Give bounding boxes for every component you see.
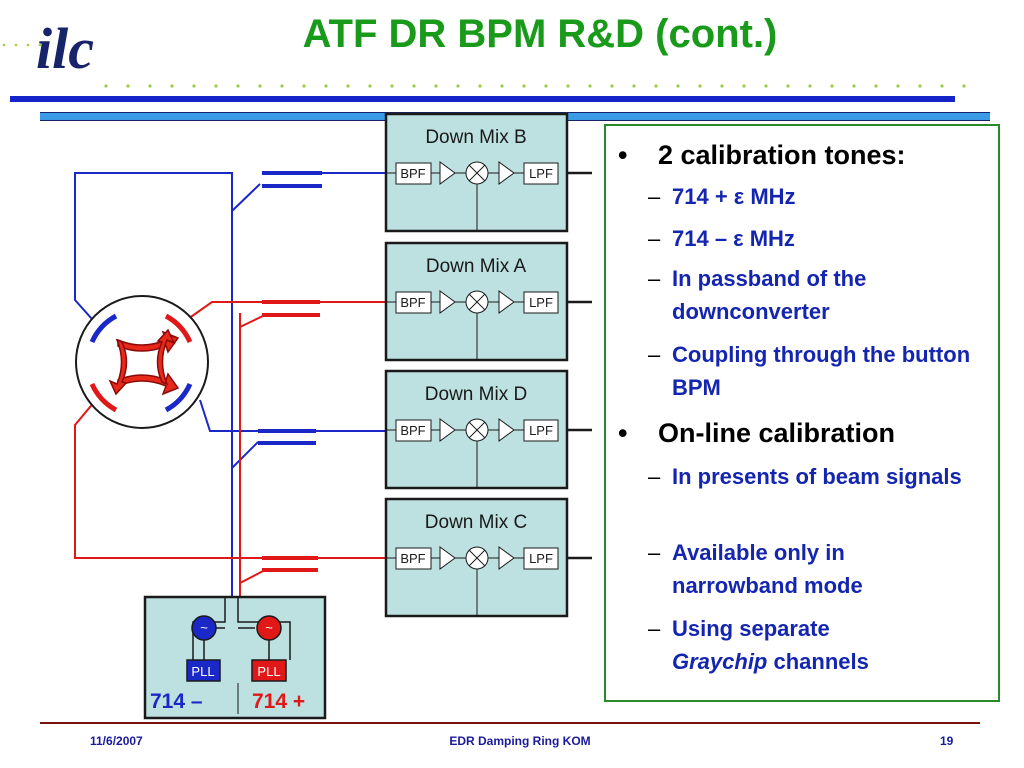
pll-right [251, 659, 287, 682]
lpf-label: LPF [529, 551, 553, 566]
sub-2-2: –Available only in narrowband mode [648, 540, 863, 598]
osc-left-symbol: ~ [200, 620, 208, 635]
oscillator-right [256, 615, 282, 641]
bpf-label: BPF [400, 295, 425, 310]
graychip-label: Graychip [672, 649, 768, 674]
bpm-button-circle [75, 295, 209, 429]
pll-left [186, 659, 221, 682]
mixer-label: Down Mix C [425, 512, 527, 533]
osc-right-symbol: ~ [265, 620, 273, 635]
pll-left-label: PLL [191, 664, 214, 679]
ilc-logo: ilc [36, 16, 94, 80]
lpf-label: LPF [529, 295, 553, 310]
freq-plus-label: 714 + [252, 690, 305, 713]
footer-rule [40, 722, 980, 724]
red-couplers [262, 300, 320, 572]
header-dots [104, 84, 966, 88]
header-rule [10, 96, 955, 102]
mixer-label: Down Mix B [425, 127, 526, 148]
blue-couplers [258, 171, 322, 445]
sub-2-1: –In presents of beam signals [648, 464, 962, 489]
down-mix-box: Down Mix C BPF LPF [384, 497, 592, 618]
mixer-label: Down Mix D [425, 384, 527, 405]
logo-text: ilc [36, 16, 94, 80]
down-mix-box: Down Mix B BPF LPF [384, 112, 592, 233]
sub-1-2: –714 – ε MHz [648, 226, 795, 251]
down-mix-box: Down Mix A BPF LPF [384, 241, 592, 362]
footer-date: 11/6/2007 [90, 734, 143, 748]
lpf-label: LPF [529, 166, 553, 181]
sub-1-1: –714 + ε MHz [648, 184, 796, 209]
pll-box: ~ ~ PLL PLL 714 – 714 + [143, 595, 327, 720]
down-mix-box: Down Mix D BPF LPF [384, 369, 592, 490]
bullet-1-text: 2 calibration tones: [658, 140, 906, 170]
bpf-label: BPF [400, 551, 425, 566]
bullet-panel: •2 calibration tones: –714 + ε MHz –714 … [604, 124, 1000, 702]
sub-1-3: –In passband of the downconverter [648, 266, 867, 324]
bpf-label: BPF [400, 166, 425, 181]
oscillator-left [191, 615, 217, 641]
bullet-2-text: On-line calibration [658, 418, 896, 448]
blue-wiring [74, 172, 385, 683]
footer-page-number: 19 [940, 734, 954, 748]
sub-1-4: –Coupling through the button BPM [648, 342, 971, 400]
header-dots-left [2, 43, 42, 47]
bpf-label: BPF [400, 423, 425, 438]
freq-minus-label: 714 – [150, 690, 203, 713]
pll-right-label: PLL [257, 664, 280, 679]
footer-title: EDR Damping Ring KOM [449, 734, 591, 748]
lpf-label: LPF [529, 423, 553, 438]
page-title: ATF DR BPM R&D (cont.) [302, 12, 778, 56]
mixer-label: Down Mix A [426, 256, 527, 277]
